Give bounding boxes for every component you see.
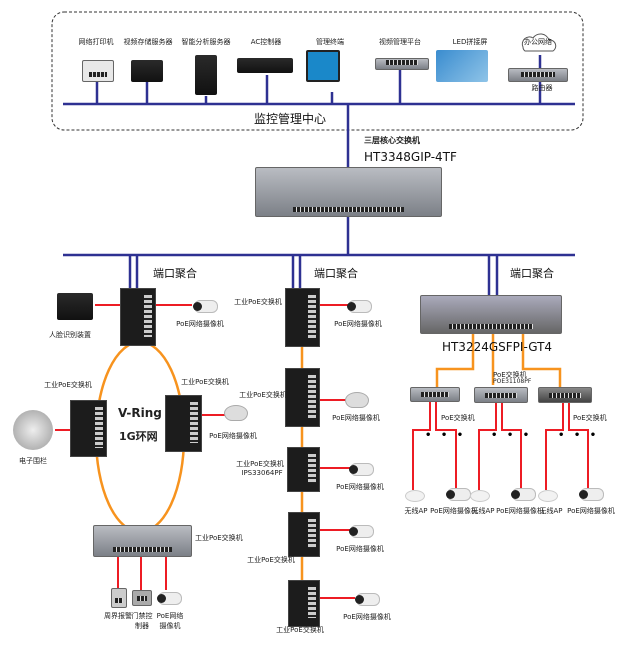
wireless-ap-icon bbox=[470, 490, 490, 502]
industrial-poe-switch bbox=[285, 288, 320, 347]
label: PoE网络摄像机 bbox=[430, 507, 478, 515]
industrial-poe-switch bbox=[285, 368, 320, 427]
label: 电子围栏 bbox=[19, 457, 47, 465]
poe-links bbox=[55, 304, 589, 599]
label: PoE网络摄像机 bbox=[567, 507, 615, 515]
label: 人脸识别装置 bbox=[49, 331, 91, 339]
wireless-ap-icon bbox=[538, 490, 558, 502]
poe-switch bbox=[410, 387, 460, 402]
label: 工业PoE交换机 bbox=[239, 391, 287, 399]
ac-controller-icon bbox=[237, 58, 293, 73]
core-model: HT3348GIP-4TF bbox=[364, 150, 457, 164]
label: 工业PoE交换机 bbox=[234, 298, 282, 306]
label: 管理终端 bbox=[316, 38, 344, 46]
model-label: POE31108PF bbox=[493, 378, 532, 385]
label: PoE网络摄像机 bbox=[156, 612, 184, 630]
label: 门禁控制器 bbox=[131, 612, 153, 630]
camera-icon bbox=[157, 592, 182, 605]
camera-icon bbox=[193, 300, 218, 313]
video-platform-icon bbox=[375, 58, 429, 70]
aggregation-label: 端口聚合 bbox=[153, 267, 197, 280]
label: PoE网络摄像机 bbox=[176, 320, 224, 328]
analysis-server-icon bbox=[195, 55, 217, 95]
label: 网络打印机 bbox=[78, 38, 114, 46]
camera-icon bbox=[349, 525, 374, 538]
camera-icon bbox=[347, 300, 372, 313]
label: 无线AP bbox=[471, 507, 495, 515]
label: 工业PoE交换机 bbox=[247, 556, 295, 564]
more-indicator: • • • bbox=[425, 430, 467, 441]
label: 工业PoE交换机 bbox=[276, 626, 324, 634]
label: 无线AP bbox=[404, 507, 428, 515]
label: PoE网络摄像机 bbox=[343, 613, 391, 621]
camera-icon bbox=[355, 593, 380, 606]
cloud-icon bbox=[521, 33, 557, 52]
camera-icon bbox=[349, 463, 374, 476]
label: PoE网络摄像机 bbox=[336, 483, 384, 491]
router-icon bbox=[508, 68, 568, 82]
camera-icon bbox=[579, 488, 604, 501]
label: 工业PoE交换机 bbox=[44, 381, 92, 389]
led-wall-icon bbox=[436, 50, 488, 82]
label: PoE交换机 bbox=[493, 371, 527, 379]
label: 无线AP bbox=[539, 507, 563, 515]
blue-links bbox=[63, 55, 575, 296]
more-indicator: • • • bbox=[558, 430, 600, 441]
label: 工业PoE交换机 bbox=[195, 534, 243, 542]
label: LED拼接屏 bbox=[452, 38, 488, 46]
alarm-icon bbox=[111, 588, 127, 608]
center-title: 监控管理中心 bbox=[253, 112, 327, 126]
poe-switch bbox=[538, 387, 592, 403]
label: PoE网络摄像机 bbox=[209, 432, 257, 440]
printer-icon bbox=[82, 60, 114, 82]
aggregation-label: 端口聚合 bbox=[314, 267, 358, 280]
poe-switch bbox=[474, 387, 528, 403]
more-indicator: • • • bbox=[491, 430, 533, 441]
core-switch bbox=[255, 167, 442, 217]
industrial-poe-switch bbox=[287, 447, 320, 492]
dome-camera-icon bbox=[345, 392, 369, 408]
industrial-poe-switch bbox=[288, 512, 320, 557]
ring-label: 1G环网 bbox=[119, 430, 158, 443]
aggregation-switch-model: HT3224GSFPI-GT4 bbox=[441, 340, 553, 354]
label: 工业PoE交换机 bbox=[236, 460, 284, 468]
face-recognition-icon bbox=[57, 293, 93, 320]
label: 智能分析服务器 bbox=[181, 38, 231, 46]
label: 工业PoE交换机 bbox=[181, 378, 229, 386]
model-label: IPS33064PF bbox=[241, 469, 283, 477]
label: 视频管理平台 bbox=[379, 38, 421, 46]
industrial-poe-switch bbox=[93, 525, 192, 557]
wireless-ap-icon bbox=[405, 490, 425, 502]
monitoring-center-boundary bbox=[51, 11, 584, 131]
dome-camera-icon bbox=[224, 405, 248, 421]
industrial-poe-switch bbox=[120, 288, 156, 346]
industrial-poe-switch bbox=[70, 400, 107, 457]
industrial-poe-switch bbox=[288, 580, 320, 627]
label: AC控制器 bbox=[250, 38, 282, 46]
label: PoE网络摄像机 bbox=[336, 545, 384, 553]
cloud-label: 办公网络 bbox=[524, 38, 552, 46]
label: PoE网络摄像机 bbox=[332, 414, 380, 422]
label: 周界报警 bbox=[104, 612, 132, 620]
electronic-fence-icon bbox=[13, 410, 53, 450]
router-label: 路由器 bbox=[531, 84, 553, 92]
label: PoE网络摄像机 bbox=[334, 320, 382, 328]
management-terminal-icon bbox=[306, 50, 340, 82]
ring-label: V-Ring bbox=[118, 406, 162, 420]
label: PoE网络摄像机 bbox=[496, 507, 544, 515]
access-controller-icon bbox=[132, 590, 152, 606]
camera-icon bbox=[446, 488, 471, 501]
camera-icon bbox=[511, 488, 536, 501]
industrial-poe-switch bbox=[165, 395, 202, 452]
label: PoE交换机 bbox=[441, 414, 475, 422]
label: PoE交换机 bbox=[573, 414, 607, 422]
core-title: 三层核心交换机 bbox=[364, 136, 420, 145]
storage-server-icon bbox=[131, 60, 163, 82]
aggregation-switch bbox=[420, 295, 562, 334]
label: 视频存储服务器 bbox=[123, 38, 173, 46]
aggregation-label: 端口聚合 bbox=[510, 267, 554, 280]
